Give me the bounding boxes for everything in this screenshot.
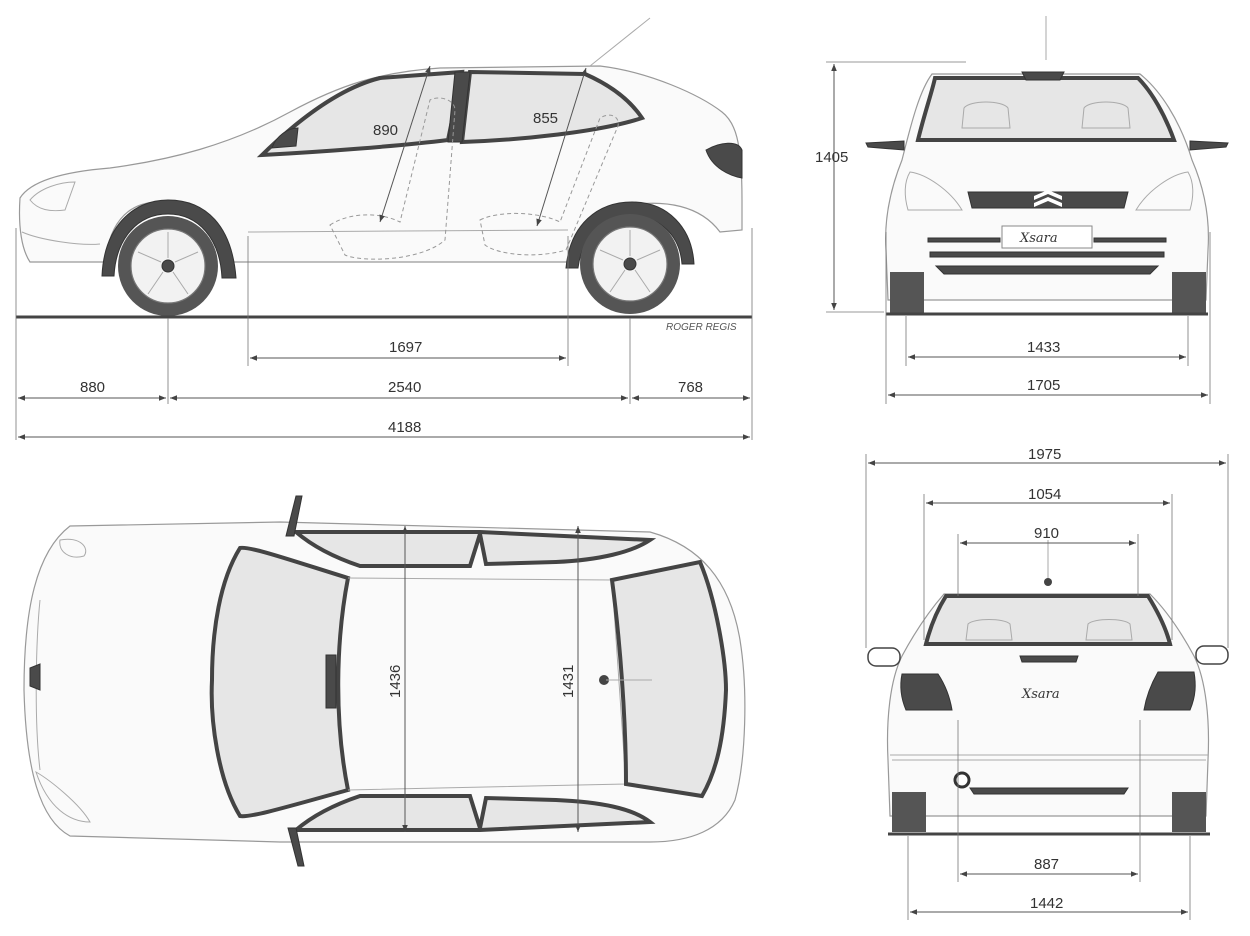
rear-lamp-left — [900, 673, 953, 711]
top-mirror-right — [287, 827, 305, 867]
dim-rear-window-width: 1054 — [1028, 486, 1061, 503]
rear-mirror-right — [1195, 645, 1229, 665]
top-body — [23, 521, 746, 843]
dim-interior-width-rear: 1431 — [560, 665, 577, 698]
side-mirror — [271, 127, 299, 149]
dim-front-overhang: 880 — [80, 379, 105, 396]
front-arch — [101, 199, 237, 279]
rear-tyre-right — [1172, 792, 1206, 832]
rear-badge: Xsara — [1021, 687, 1060, 702]
dim-width-with-mirrors: 1975 — [1028, 446, 1061, 463]
top-rear-window — [609, 559, 729, 799]
rear-mirror-left — [867, 647, 901, 667]
front-badge: Xsara — [1019, 231, 1058, 246]
front-mirror-right — [1189, 140, 1229, 151]
dim-front-track: 1433 — [1027, 339, 1060, 356]
rear-window — [923, 594, 1173, 646]
b-pillar — [447, 71, 471, 143]
top-side-window-lower — [290, 794, 656, 832]
dim-overall-length: 4188 — [388, 419, 421, 436]
front-tyre-left — [890, 272, 924, 314]
dim-width: 1705 — [1027, 377, 1060, 394]
front-mirror-left — [865, 140, 905, 151]
rear-view: Xsara 1975 1054 910 887 1442 — [865, 446, 1229, 920]
side-view: ROGER REGIS 890 855 1697 880 2540 768 41… — [15, 17, 753, 440]
exhaust — [953, 771, 971, 789]
top-mirror-left — [285, 495, 303, 537]
rear-lamp-right — [1143, 671, 1196, 711]
antenna — [589, 17, 651, 67]
dim-rear-track: 1442 — [1030, 895, 1063, 912]
top-view: 1436 1431 — [23, 495, 746, 867]
top-windscreen — [209, 545, 351, 819]
dim-interior-width-front: 1436 — [387, 665, 404, 698]
dim-rear-overhang: 768 — [678, 379, 703, 396]
dim-door-length: 1697 — [389, 339, 422, 356]
dim-window-rear: 855 — [533, 110, 558, 127]
windscreen — [915, 76, 1177, 142]
dim-height: 1405 — [815, 149, 848, 166]
top-side-window-upper — [290, 530, 657, 568]
dim-boot-opening: 887 — [1034, 856, 1059, 873]
dim-window-front: 890 — [373, 122, 398, 139]
front-tyre-right — [1172, 272, 1206, 314]
credit: ROGER REGIS — [666, 322, 737, 333]
rear-tyre-left — [892, 792, 926, 832]
tail-lamp — [705, 142, 743, 179]
dim-wheelbase: 2540 — [388, 379, 421, 396]
front-plate — [1001, 225, 1093, 249]
dim-rear-window-top: 910 — [1034, 525, 1059, 542]
front-view: Xsara 1405 1433 1705 — [815, 16, 1229, 404]
